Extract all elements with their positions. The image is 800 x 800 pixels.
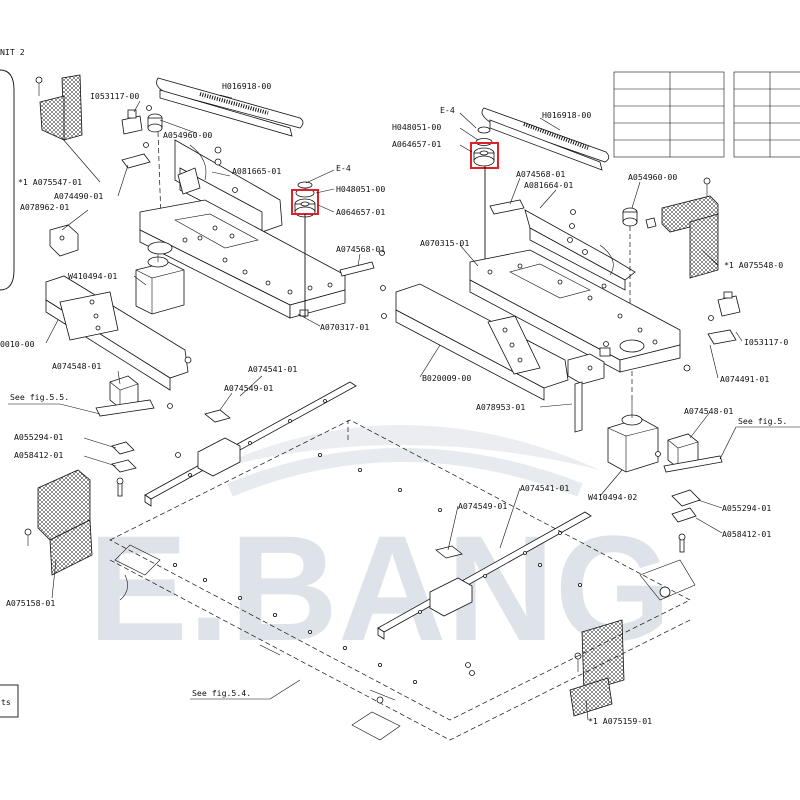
plate-a070315 xyxy=(469,249,691,373)
label-a055294-01-left: A055294-01 xyxy=(14,432,63,442)
bracket-a075547-left xyxy=(35,74,83,141)
label-i053117-00-left: I053117-00 xyxy=(90,91,139,101)
label-a064657-01-left: A064657-01 xyxy=(336,207,385,217)
label-see-fig-54: See fig.5.4. xyxy=(192,688,251,698)
label-a058412-01-right: A058412-01 xyxy=(722,529,771,539)
label-a081665-01: A081665-01 xyxy=(232,166,281,176)
motor-w410494-01 xyxy=(135,210,185,315)
motor-w410494-02 xyxy=(607,370,659,473)
label-a075547-01: *1 A075547-01 xyxy=(18,177,82,187)
page-title-fragment: NIT 2 xyxy=(0,47,25,57)
sensor-right xyxy=(707,291,741,345)
label-a074549-01-left: A074549-01 xyxy=(224,383,273,393)
watermark: E.BANG xyxy=(88,425,671,672)
leader-lines xyxy=(8,94,800,721)
belt-right xyxy=(481,107,610,171)
base-frame xyxy=(109,419,696,741)
cover-a075158 xyxy=(24,469,93,576)
label-a075158-01: A075158-01 xyxy=(6,598,55,608)
left-box-text: ts xyxy=(1,697,11,707)
label-a074568-01-right: A074568-01 xyxy=(516,169,565,179)
highlight-a064657-right xyxy=(470,142,499,169)
left-box xyxy=(0,684,19,718)
sensor-block-a074548-right xyxy=(655,433,723,473)
label-a078953-01: A078953-01 xyxy=(476,402,525,412)
label-a074548-01-right: A074548-01 xyxy=(684,406,733,416)
label-h016918-00-right: H016918-00 xyxy=(542,110,591,120)
sideframe-b020009 xyxy=(380,283,569,401)
label-a054960-00-left: A054960-00 xyxy=(163,130,212,140)
left-frame-bracket xyxy=(0,69,15,291)
bracket-a075548-right xyxy=(661,177,719,279)
sensor-left xyxy=(121,105,152,169)
label-w410494-01: W410494-01 xyxy=(68,271,117,281)
label-e4-right: E-4 xyxy=(440,105,455,115)
label-h048051-00-right: H048051-00 xyxy=(392,122,441,132)
carriage-a081664-right xyxy=(489,199,636,291)
label-a074491-01: A074491-01 xyxy=(720,374,769,384)
label-a058412-01-left: A058412-01 xyxy=(14,450,63,460)
label-i053117-00-right: I053117-0 xyxy=(744,337,788,347)
label-a070315-01: A070315-01 xyxy=(420,238,469,248)
label-a064657-01-right: A064657-01 xyxy=(392,139,441,149)
label-w410494-02: W410494-02 xyxy=(588,492,637,502)
label-a055294-01-right: A055294-01 xyxy=(722,503,771,513)
label-a074541-01-left: A074541-01 xyxy=(248,364,297,374)
label-a074541-01-right: A074541-01 xyxy=(520,483,569,493)
label-a074549-01-right: A074549-01 xyxy=(458,501,507,511)
legend-table xyxy=(613,71,800,158)
carriage-a081665-left xyxy=(174,139,283,233)
rail-a074568-left xyxy=(339,250,385,277)
label-a075159-01: *1 A075159-01 xyxy=(588,716,652,726)
label-a081664-01: A081664-01 xyxy=(524,180,573,190)
watermark-text: E.BANG xyxy=(88,504,671,672)
label-a075548-01: *1 A075548-0 xyxy=(724,260,783,270)
label-a054960-00-right: A054960-00 xyxy=(628,172,677,182)
sensor-block-a074548-left xyxy=(95,375,173,417)
pulley-stack-right xyxy=(470,126,499,272)
label-a074568-01-left: A074568-01 xyxy=(336,244,385,254)
bracket-a078962 xyxy=(49,211,148,257)
label-e4-left: E-4 xyxy=(336,163,351,173)
bracket-a078953 xyxy=(567,353,605,433)
clip-a055294-left xyxy=(111,441,181,497)
plate-a070317 xyxy=(139,199,346,319)
sideframe-left xyxy=(45,275,192,391)
belt-left xyxy=(156,77,304,137)
label-0010-00: 0010-00 xyxy=(0,339,35,349)
pulley-stack-left xyxy=(291,181,319,318)
label-a078962-01: A078962-01 xyxy=(20,202,69,212)
pulley-a054960-right xyxy=(622,207,657,320)
label-see-fig-55-left: See fig.5.5. xyxy=(10,392,69,402)
label-a074490-01: A074490-01 xyxy=(54,191,103,201)
clip-a055294-right xyxy=(671,489,701,553)
linear-rail-a074541-left xyxy=(144,381,357,507)
linear-rail-a074541-right xyxy=(377,511,592,640)
label-h048051-00-left: H048051-00 xyxy=(336,184,385,194)
label-see-fig-55-right: See fig.5. xyxy=(738,416,787,426)
label-h016918-00-left: H016918-00 xyxy=(222,81,271,91)
label-a070317-01: A070317-01 xyxy=(320,322,369,332)
label-b020009-00: B020009-00 xyxy=(422,373,471,383)
label-a074548-01-left: A074548-01 xyxy=(52,361,101,371)
